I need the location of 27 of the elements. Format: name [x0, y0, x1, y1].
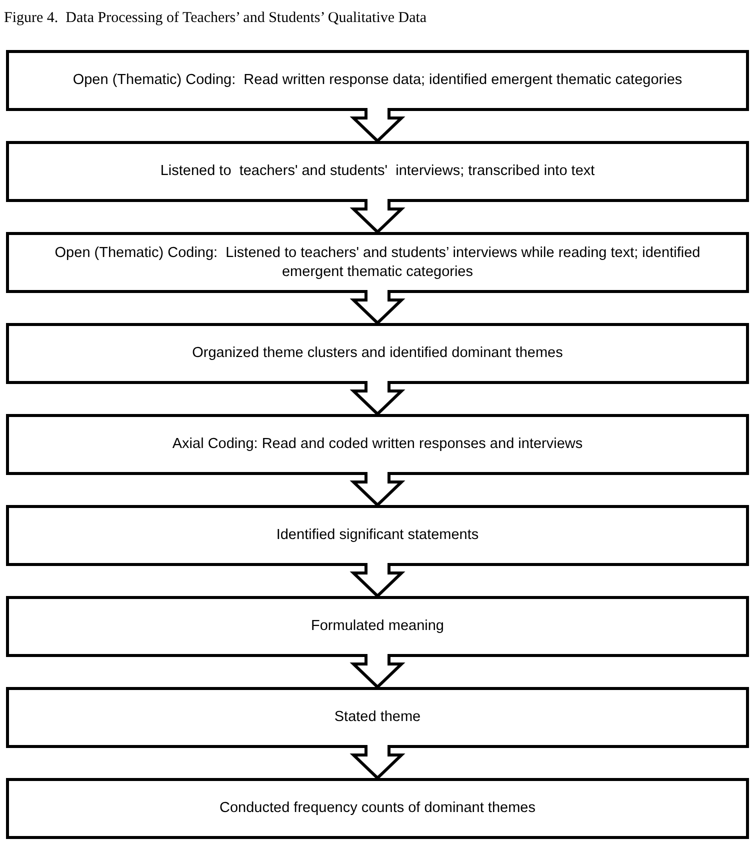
process-box	[6, 778, 749, 839]
step-text: Axial Coding: Read and coded written responses and interviews	[171, 435, 584, 454]
block-arrow	[350, 106, 406, 144]
block-arrow	[350, 744, 406, 780]
block-arrow	[350, 470, 406, 508]
figure-title: Figure 4. Data Processing of Teachers’ and Students’ Qualitative Data	[4, 10, 427, 27]
process-box	[6, 505, 749, 566]
process-box	[6, 141, 749, 202]
process-box	[6, 596, 749, 657]
step-text: Stated theme	[333, 708, 422, 727]
process-box	[6, 323, 749, 384]
block-arrow	[350, 288, 406, 326]
step-text: Organized theme clusters and identified dominant themes	[191, 344, 564, 363]
step-text: Listened to teachers' and students' interviews; transcribed into text	[159, 162, 596, 181]
step-text: Open (Thematic) Coding: Listened to teachers' and students’ interviews while reading text; identified emergent thematic categories	[54, 244, 702, 282]
step-text: Open (Thematic) Coding: Read written response data; identified emergent thematic categories	[72, 71, 684, 90]
step-text: Identified significant statements	[275, 526, 480, 545]
process-box	[6, 414, 749, 475]
block-arrow	[350, 562, 406, 598]
process-box	[6, 687, 749, 748]
process-box	[6, 232, 749, 293]
block-arrow	[350, 380, 406, 416]
process-box	[6, 50, 749, 111]
step-text: Conducted frequency counts of dominant themes	[218, 799, 536, 818]
block-arrow	[350, 652, 406, 690]
step-text: Formulated meaning	[310, 617, 445, 636]
block-arrow	[350, 198, 406, 234]
